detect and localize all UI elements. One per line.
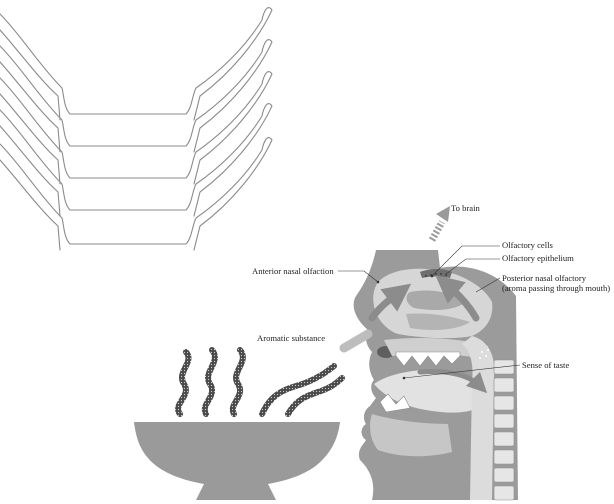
- steam-wisp-2: [205, 350, 215, 414]
- tray-outline-2: [0, 40, 272, 152]
- label-aromatic-substance: Aromatic substance: [257, 333, 325, 343]
- leader-anterior-dot: [377, 281, 380, 284]
- label-posterior-line1: Posterior nasal olfactory: [502, 273, 587, 283]
- label-anterior-nasal-olfaction: Anterior nasal olfaction: [252, 266, 334, 276]
- leader-taste-dot: [403, 377, 406, 380]
- to-brain-arrow-shaft: [432, 222, 442, 240]
- label-to-brain: To brain: [451, 203, 480, 213]
- tray-outline-3: [0, 72, 272, 184]
- bowl-icon: [134, 422, 340, 500]
- stacked-trays-icon: [0, 8, 272, 250]
- to-brain-arrow: [432, 206, 450, 240]
- bowl-body: [134, 422, 340, 500]
- label-olfactory-cells: Olfactory cells: [502, 240, 553, 250]
- label-sense-of-taste: Sense of taste: [522, 360, 569, 370]
- label-posterior-line2: (aroma passing through mouth): [502, 283, 610, 293]
- steam-wisp-1: [178, 352, 188, 414]
- leader-cells-dot: [431, 275, 434, 278]
- tray-outline-4: [0, 104, 272, 216]
- to-brain-arrow-head: [436, 206, 450, 222]
- steam-icon: [178, 350, 342, 414]
- label-olfactory-epithelium: Olfactory epithelium: [502, 253, 574, 263]
- tray-outline-1: [0, 8, 272, 120]
- head-cross-section-icon: [354, 250, 518, 500]
- steam-wisp-3: [233, 350, 243, 414]
- anterior-inflow-arrow: [344, 334, 368, 348]
